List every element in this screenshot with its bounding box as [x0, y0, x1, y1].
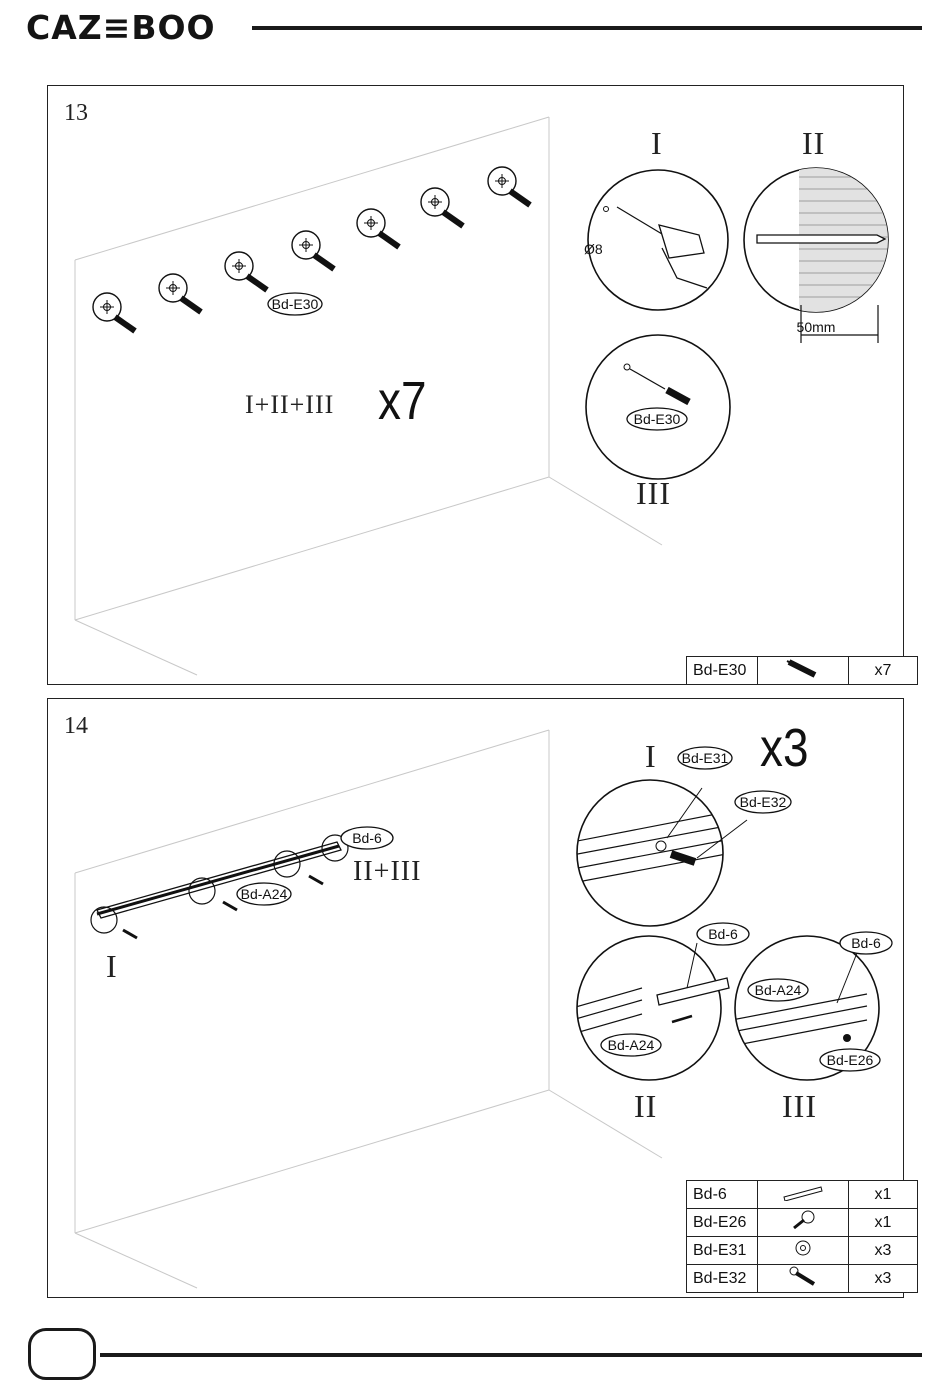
washer-icon [758, 1237, 849, 1265]
step-13-combo-label: I+II+III [245, 390, 334, 420]
detail-i-screw-rail: Bd-E31 Bd-E32 [567, 747, 791, 926]
detail-ii-insert-connector: Bd-6 Bd-A24 [572, 923, 749, 1080]
step-14-main-label-left: I [106, 948, 118, 985]
part-code: Bd-E31 [687, 1237, 758, 1265]
depth-label: 50mm [797, 319, 836, 335]
callout-bd-6-detail-iii-text: Bd-6 [851, 935, 881, 951]
step-13-detail-ii-label: II [802, 125, 825, 162]
step-14-main-label-right: II+III [353, 856, 421, 888]
page-number-box [28, 1328, 96, 1380]
detail-i-drilling: Ø8 [584, 170, 728, 310]
part-qty: x1 [849, 1209, 918, 1237]
part-qty: x7 [849, 657, 918, 685]
step-13-multiplier: x7 [378, 370, 426, 432]
parts-row: Bd-E26 x1 [687, 1209, 918, 1237]
room-corner-lines [75, 117, 662, 675]
callout-bd-e31-text: Bd-E31 [682, 750, 729, 766]
part-code: Bd-E26 [687, 1209, 758, 1237]
callout-bd-6-main: Bd-6 [341, 827, 393, 849]
callout-bd-e26-text: Bd-E26 [827, 1052, 874, 1068]
detail-iii-insert-plug: Bd-E30 [586, 335, 730, 479]
step-14-detail-i-label: I [645, 738, 657, 775]
parts-row: Bd-6 x1 [687, 1181, 918, 1209]
callout-bd-6-detail-ii-text: Bd-6 [708, 926, 738, 942]
callout-bd-a24-main: Bd-A24 [237, 883, 291, 905]
detail-ii-wall-depth: 50mm [744, 165, 897, 343]
part-code: Bd-E30 [687, 657, 758, 685]
step-14-detail-ii-label: II [634, 1088, 657, 1125]
part-code: Bd-E32 [687, 1265, 758, 1293]
callout-bd-a24-main-text: Bd-A24 [241, 886, 288, 902]
brand-logo: CAZ≡BOO [26, 8, 216, 47]
callout-bd-e30-detail-text: Bd-E30 [634, 411, 681, 427]
screw-icon [758, 1209, 849, 1237]
step-13-main-illustration: Bd-E30 Ø8 50mm Bd-E30 [47, 85, 904, 685]
part-qty: x3 [849, 1265, 918, 1293]
step-14-multiplier: x3 [760, 717, 808, 779]
wall-plug-icon [758, 657, 849, 685]
callout-bd-a24-detail-iii-text: Bd-A24 [755, 982, 802, 998]
drill-size-label: Ø8 [584, 241, 603, 257]
step-13-detail-i-label: I [651, 125, 663, 162]
detail-iii-fix-connector: Bd-6 Bd-A24 Bd-E26 [732, 932, 892, 1080]
part-qty: x3 [849, 1237, 918, 1265]
callout-bd-e32-text: Bd-E32 [740, 794, 787, 810]
header-rule [252, 26, 922, 30]
step-14-parts-table: Bd-6 x1 Bd-E26 x1 Bd-E31 x3 Bd-E32 x3 [686, 1180, 918, 1293]
connector-strip-icon [758, 1181, 849, 1209]
long-screw-icon [758, 1265, 849, 1293]
step-13-detail-iii-label: III [636, 475, 671, 512]
parts-row: Bd-E31 x3 [687, 1237, 918, 1265]
footer-rule [100, 1353, 922, 1357]
room-corner-lines [75, 730, 662, 1288]
parts-row: Bd-E30 x7 [687, 657, 918, 685]
callout-bd-e30-main: Bd-E30 [268, 293, 322, 315]
rail [91, 835, 348, 938]
step-14-detail-iii-label: III [782, 1088, 817, 1125]
step-13-parts-table: Bd-E30 x7 [686, 656, 918, 685]
callout-bd-6-main-text: Bd-6 [352, 830, 382, 846]
parts-row: Bd-E32 x3 [687, 1265, 918, 1293]
callout-bd-a24-detail-ii-text: Bd-A24 [608, 1037, 655, 1053]
part-qty: x1 [849, 1181, 918, 1209]
part-code: Bd-6 [687, 1181, 758, 1209]
callout-bd-e30-main-text: Bd-E30 [272, 296, 319, 312]
